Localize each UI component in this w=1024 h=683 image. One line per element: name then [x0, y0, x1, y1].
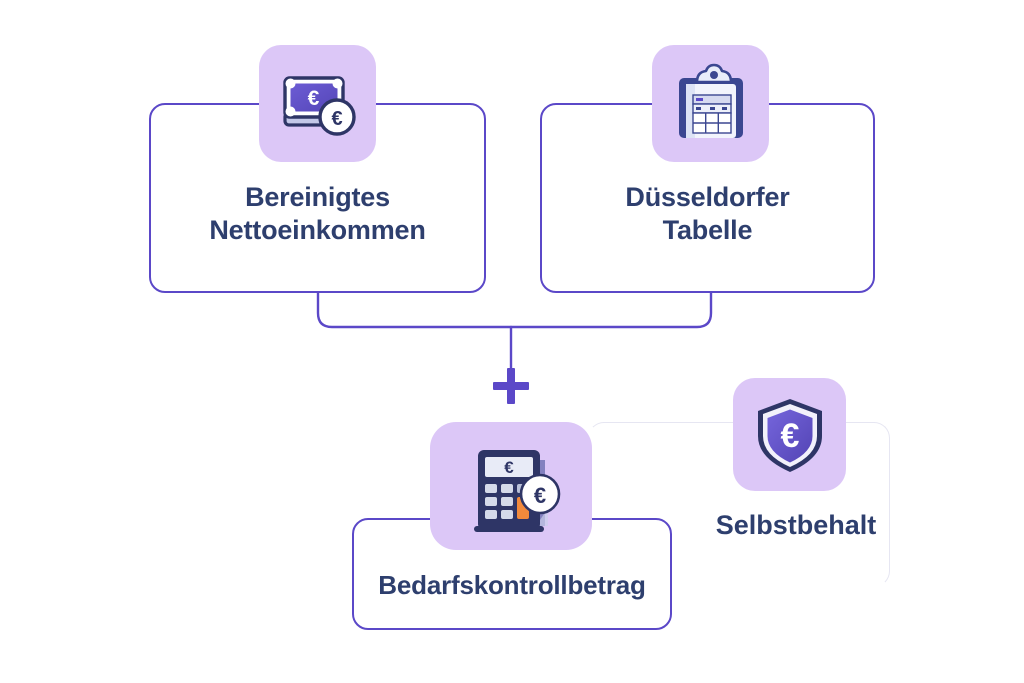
node-card-bereinigtes-nettoeinkommen[interactable]: Bereinigtes Nettoeinkommen: [149, 103, 486, 293]
shield-euro-icon: €: [733, 378, 846, 491]
svg-text:€: €: [780, 417, 799, 455]
node-label-bereinigtes-nettoeinkommen: Bereinigtes Nettoeinkommen: [209, 182, 426, 246]
svg-text:€: €: [534, 483, 546, 508]
svg-text:€: €: [504, 458, 514, 477]
calculator-euro-icon: € €: [430, 422, 592, 550]
node-label-selbstbehalt: Selbstbehalt: [715, 510, 877, 540]
node-label-duesseldorfer-tabelle: Düsseldorfer Tabelle: [625, 182, 790, 246]
svg-text:€: €: [331, 108, 342, 130]
svg-text:€: €: [307, 87, 319, 110]
clipboard-table-icon: [652, 45, 769, 162]
node-label-bedarfskontrollbetrag: Bedarfskontrollbetrag: [378, 570, 646, 601]
plus-operator-icon: [493, 368, 529, 404]
banknote-euro-icon: € €: [259, 45, 376, 162]
